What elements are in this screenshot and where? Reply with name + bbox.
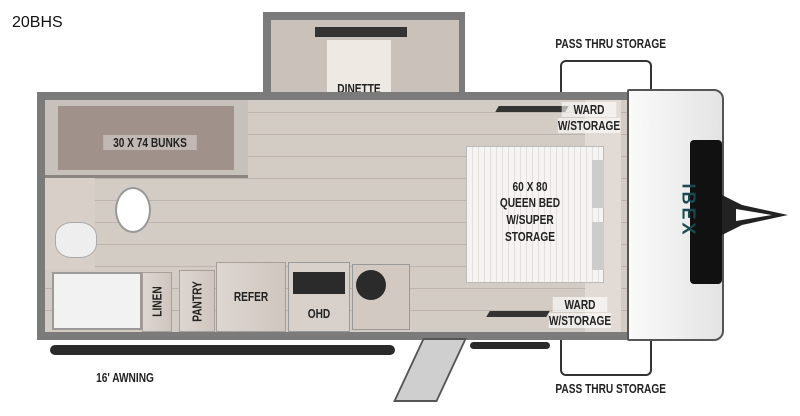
queen-bed [466, 146, 604, 283]
pantry-cabinet [179, 270, 215, 332]
pantry-label: PANTRY [189, 281, 205, 322]
awning [50, 345, 395, 355]
cooktop [293, 272, 345, 294]
entry-steps [393, 338, 467, 402]
linen-cabinet [142, 272, 172, 332]
bed-label-line4: STORAGE [505, 229, 555, 244]
kitchen-sink [52, 272, 142, 330]
wardrobe-bottom [486, 311, 550, 317]
pillow [592, 160, 604, 208]
pillow [592, 222, 604, 270]
dinette-window [315, 27, 407, 37]
toilet [115, 187, 151, 233]
front-cap [627, 89, 724, 341]
awning-arm [470, 342, 550, 349]
ward-bottom-label-line1: WARD [552, 297, 608, 312]
bath-sink [55, 222, 97, 258]
ward-top-label-line2: W/STORAGE [557, 118, 621, 133]
ward-bottom-label-line2: W/STORAGE [548, 313, 612, 328]
model-name: 20BHS [12, 14, 63, 31]
brand-logo: IBEX [678, 183, 699, 238]
pass-thru-storage-bottom-label: PASS THRU STORAGE [555, 381, 667, 396]
front-window [690, 140, 722, 284]
bunks-label: 30 X 74 BUNKS [103, 135, 197, 150]
refer-label: REFER [233, 289, 269, 304]
ohd-label: OHD [307, 306, 331, 321]
pass-thru-storage-top-label: PASS THRU STORAGE [555, 36, 667, 51]
hitch [722, 195, 788, 235]
awning-label: 16' AWNING [96, 370, 154, 385]
pass-thru-storage-top [560, 60, 652, 98]
bed-label-line1: 60 X 80 [512, 179, 548, 194]
bed-label-line3: W/SUPER [506, 212, 554, 227]
refrigerator [216, 262, 286, 332]
pass-thru-storage-bottom [560, 336, 652, 376]
bunk-mattress [58, 106, 234, 170]
linen-label: LINEN [149, 286, 165, 317]
wardrobe-top [495, 106, 569, 112]
bed-label-line2: QUEEN BED [499, 195, 561, 210]
ward-top-label-line1: WARD [561, 102, 617, 117]
appliance-dial [356, 270, 386, 300]
